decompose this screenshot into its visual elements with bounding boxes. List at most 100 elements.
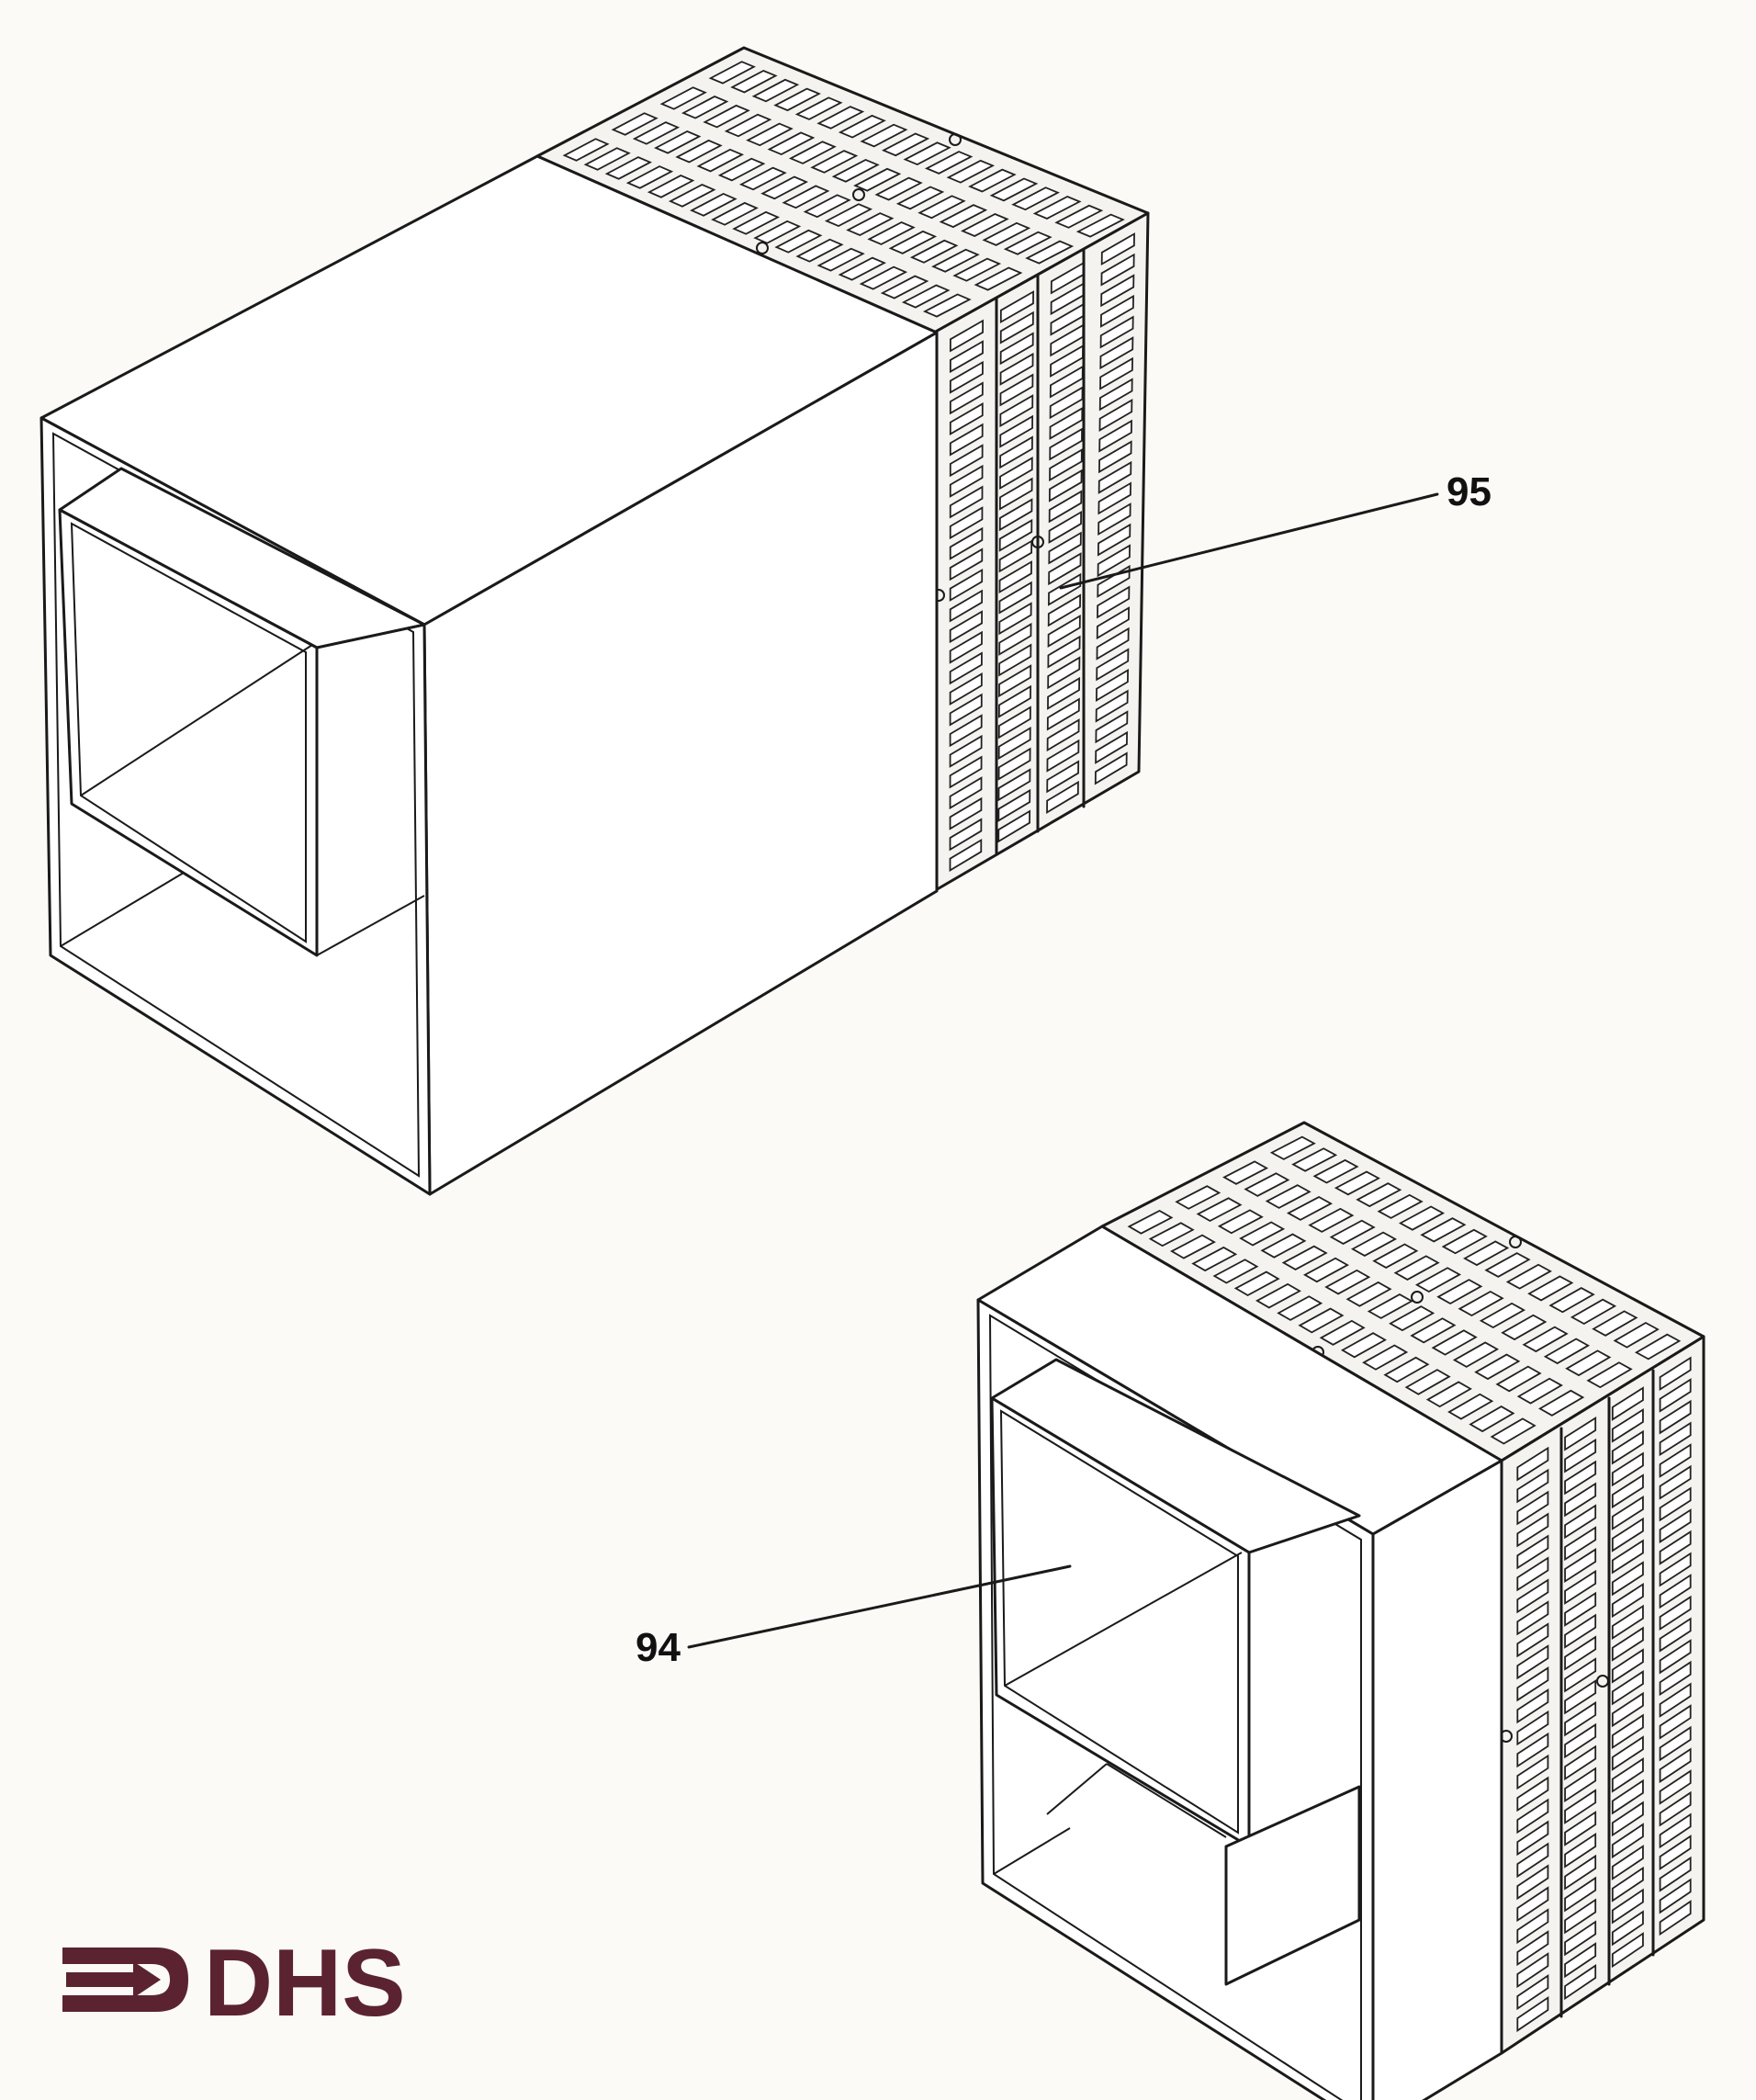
callout-95-leader xyxy=(1059,492,1439,590)
upper-rivet-1 xyxy=(949,133,962,146)
grille-slot xyxy=(1659,1378,1692,1413)
grille-slot xyxy=(1659,1725,1692,1762)
grille-slot xyxy=(999,310,1034,344)
grille-slot xyxy=(1659,1399,1692,1435)
grille-slot xyxy=(1611,1648,1644,1684)
grille-slot xyxy=(999,456,1033,490)
grille-slot xyxy=(751,78,800,103)
lower-box-inner-edge xyxy=(993,1827,1071,1875)
grille-slot xyxy=(917,195,966,220)
grille-slot xyxy=(949,381,984,415)
lower-baffle xyxy=(1224,1785,1361,1986)
grille-slot xyxy=(717,157,766,182)
grille-slot xyxy=(998,518,1033,552)
grille-slot xyxy=(1564,1700,1597,1737)
grille-slot xyxy=(1196,1197,1243,1223)
grille-slot xyxy=(1659,1747,1692,1784)
grille-slot xyxy=(1611,1386,1644,1421)
grille-slot xyxy=(690,192,737,217)
upper-rivet-3 xyxy=(756,242,769,254)
grille-slot xyxy=(708,61,757,85)
grille-slot xyxy=(949,568,984,602)
grille-slot xyxy=(1659,1574,1692,1609)
grille-slot xyxy=(824,203,873,228)
callout-94: 94 xyxy=(636,1564,1072,1670)
grille-slot xyxy=(1516,1666,1549,1702)
grille-slot xyxy=(1048,490,1083,524)
grille-slot xyxy=(1659,1878,1692,1914)
grille-slot xyxy=(949,796,983,830)
grille-slot xyxy=(1516,1886,1549,1923)
grille-slot xyxy=(1049,406,1084,440)
grille-slot xyxy=(1564,1964,1597,2001)
grille-slot xyxy=(1611,1757,1644,1793)
grille-slot xyxy=(1099,315,1134,349)
grille-slot xyxy=(738,166,787,191)
grille-slot xyxy=(1308,1207,1355,1233)
grille-slot xyxy=(949,548,984,581)
grille-slot xyxy=(1564,1876,1597,1913)
logo-arrow-bar xyxy=(66,1972,138,1987)
grille-slot xyxy=(853,167,902,192)
grille-slot xyxy=(1516,1754,1549,1790)
grille-slot xyxy=(1098,419,1132,453)
upper-grille-rack xyxy=(535,46,1150,893)
grille-slot xyxy=(1659,1530,1692,1565)
grille-slot xyxy=(1611,1473,1644,1509)
grille-slot xyxy=(1094,751,1128,785)
grille-slot xyxy=(1564,1789,1597,1824)
grille-slot xyxy=(1659,1856,1692,1892)
logo-text: DHS xyxy=(204,1930,406,2037)
grille-slot xyxy=(1611,1932,1644,1969)
grille-slot xyxy=(1659,1704,1692,1740)
grille-slot xyxy=(1414,1267,1462,1293)
grille-slot xyxy=(949,755,983,789)
grille-slot xyxy=(1564,1591,1597,1627)
grille-slot xyxy=(647,175,695,198)
grille-slot xyxy=(1516,1578,1549,1614)
grille-slot xyxy=(1011,186,1060,211)
logo-arrow-head xyxy=(133,1961,161,1998)
grille-slot xyxy=(998,560,1032,594)
grille-slot xyxy=(997,726,1031,760)
grille-slot xyxy=(1032,196,1082,220)
grille-slot xyxy=(1564,1744,1597,1781)
grille-slot xyxy=(997,706,1031,740)
grille-slot xyxy=(1260,1233,1307,1259)
grille-slot xyxy=(1047,615,1081,649)
callout-94-leader xyxy=(687,1564,1072,1649)
grille-slot xyxy=(1047,593,1082,627)
grille-slot xyxy=(782,185,830,209)
grille-slot xyxy=(998,539,1033,573)
grille-slot xyxy=(1564,1679,1597,1715)
lower-rivet-2 xyxy=(1411,1291,1424,1304)
grille-slot xyxy=(1564,1942,1597,1979)
grille-slot xyxy=(1255,1282,1301,1309)
grille-slot xyxy=(1377,1193,1424,1219)
grille-slot xyxy=(1302,1257,1350,1283)
grille-slot xyxy=(1564,1920,1597,1957)
grille-slot xyxy=(1099,336,1134,370)
grille-slot xyxy=(1564,1417,1597,1451)
upper-sleeve-front-inner xyxy=(70,522,307,943)
grille-slot xyxy=(1611,1866,1644,1902)
grille-slot xyxy=(949,651,983,685)
grille-slot xyxy=(997,788,1031,822)
grille-slot xyxy=(949,402,984,435)
grille-slot xyxy=(1436,1279,1483,1305)
grille-slot xyxy=(999,290,1034,324)
grille-slot xyxy=(1222,1160,1269,1185)
grille-slot xyxy=(949,506,984,540)
grille-slot xyxy=(1611,1407,1644,1443)
grille-slot xyxy=(1372,1243,1419,1269)
grille-slot xyxy=(1148,1222,1195,1248)
grille-slot xyxy=(1537,1389,1585,1417)
grille-slot xyxy=(1570,1298,1617,1326)
grille-slot xyxy=(1564,1898,1597,1935)
grille-slot xyxy=(1389,1305,1435,1332)
grille-slot xyxy=(838,114,886,139)
grille-slot xyxy=(1474,1353,1521,1381)
grille-slot xyxy=(974,266,1023,291)
grille-slot xyxy=(1463,1240,1510,1267)
